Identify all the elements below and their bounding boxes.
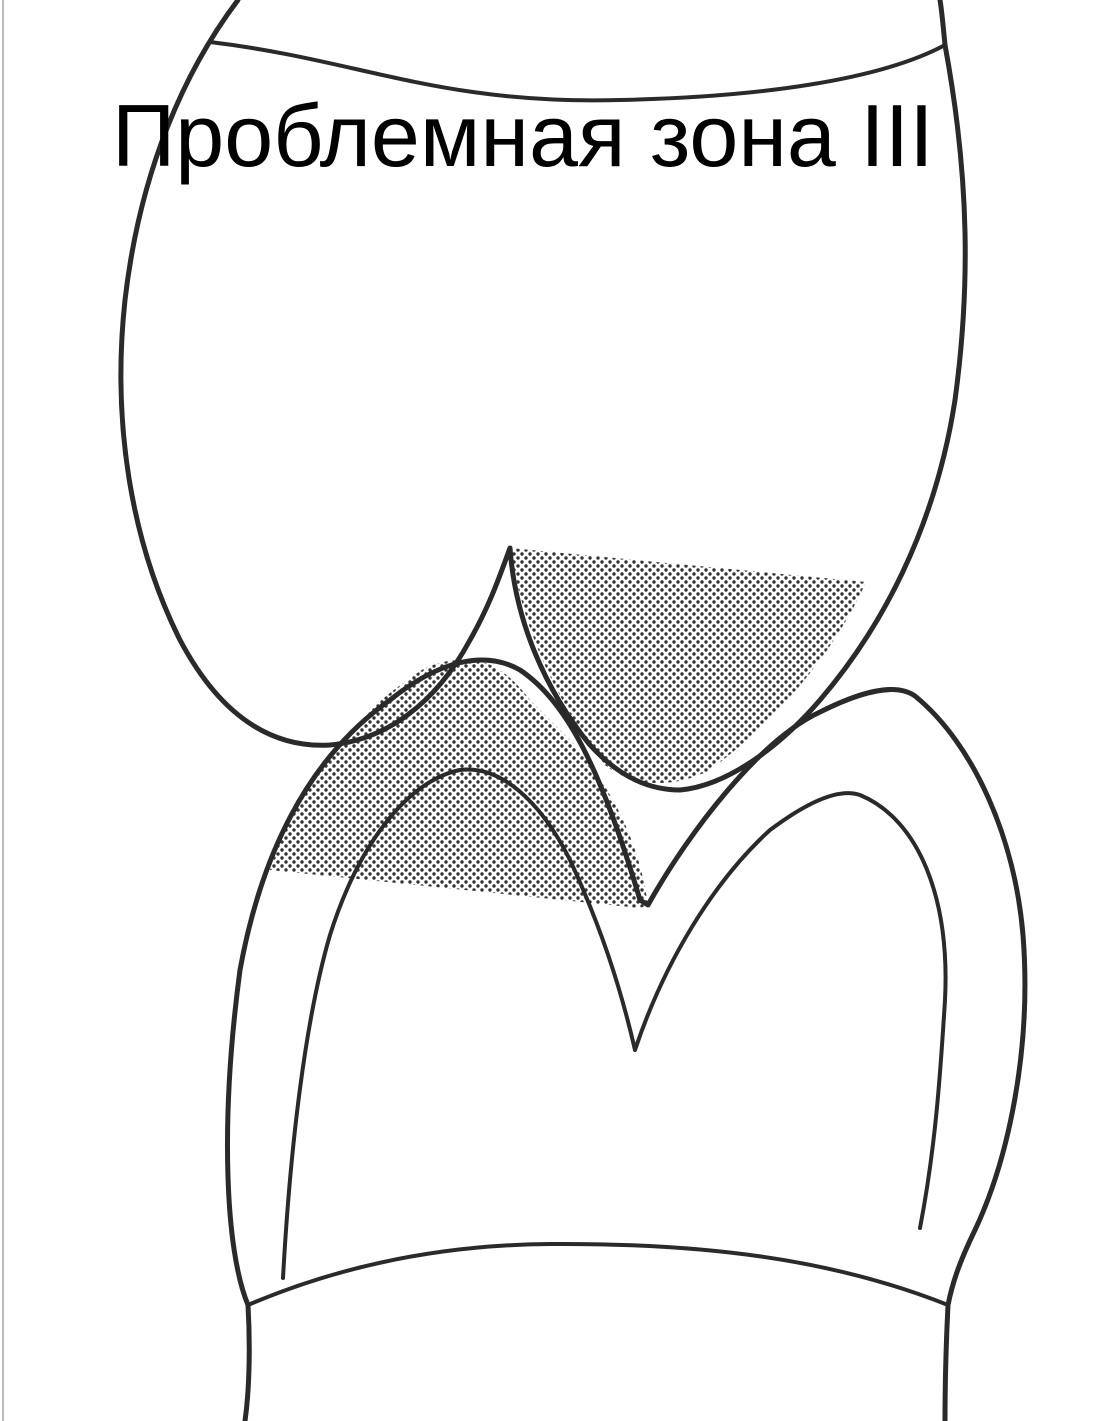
lower-tooth-neck-line: [248, 1244, 948, 1305]
diagram-title: Проблемная зона III: [112, 92, 934, 180]
